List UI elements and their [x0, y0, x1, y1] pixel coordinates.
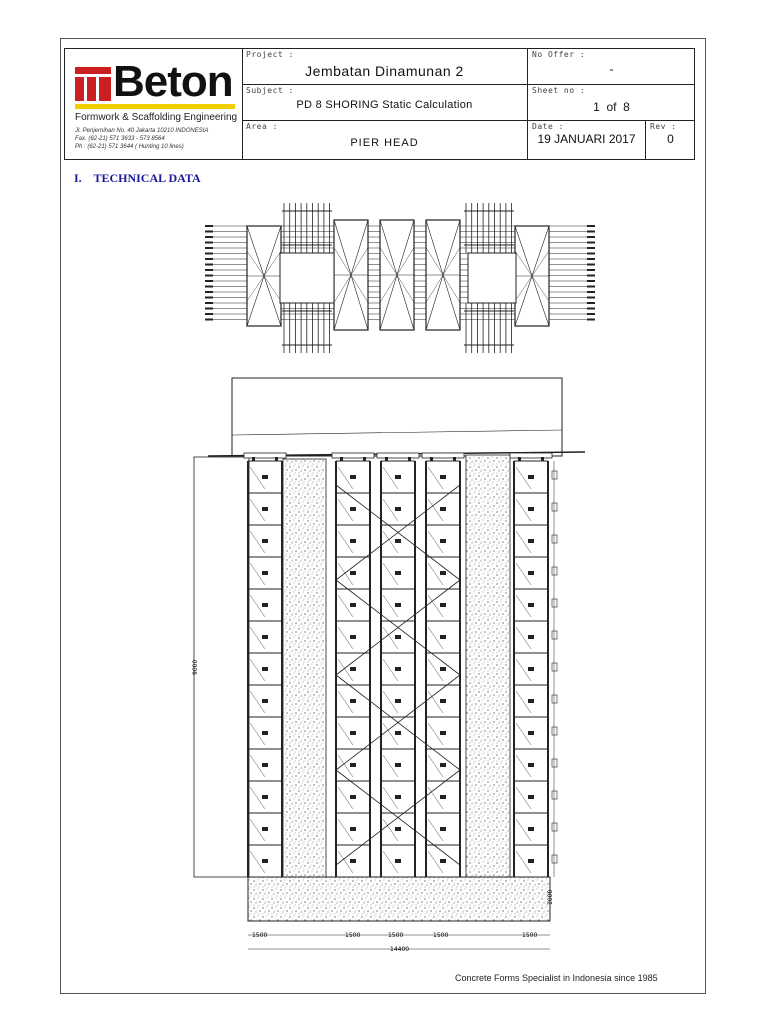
pier-column-right — [465, 454, 511, 878]
date-label: Date : — [532, 122, 564, 131]
section-title: I. TECHNICAL DATA — [74, 171, 201, 185]
offer-value: - — [609, 62, 614, 76]
pier-opening — [279, 252, 335, 304]
rev-value: 0 — [667, 132, 674, 146]
sheet-cell: Sheet no : 1 of 8 — [528, 85, 695, 121]
sheet-label: Sheet no : — [532, 86, 586, 95]
dim-label-2: 1500 — [345, 932, 360, 939]
date-value: 19 JANUARI 2017 — [537, 132, 636, 146]
title-block: Beton Formwork & Scaffolding Engineering… — [64, 48, 695, 160]
pier-head-block — [231, 377, 563, 457]
company-tagline: Formwork & Scaffolding Engineering — [75, 112, 238, 123]
area-value: PIER HEAD — [350, 137, 419, 149]
logo-yellow-bar — [75, 104, 235, 109]
company-name: Beton — [113, 57, 234, 106]
sheet-value: 1 of 8 — [593, 100, 630, 114]
subject-label: Subject : — [246, 86, 294, 95]
plan-view-drawing — [205, 203, 595, 353]
total-width-label: 14400 — [390, 946, 409, 953]
subject-value: PD 8 SHORING Static Calculation — [296, 99, 473, 111]
height-dimension-label: 9000 — [192, 660, 199, 675]
address-line: Jl. Penjernihan No. 40 Jakarta 10210 IND… — [75, 128, 209, 134]
dim-label-3: 1500 — [388, 932, 403, 939]
phone-line: Ph : (62-21) 571 3644 ( Hunting 10 lines… — [75, 144, 184, 150]
subject-cell: Subject : PD 8 SHORING Static Calculatio… — [242, 85, 528, 121]
company-logo-cell: Beton Formwork & Scaffolding Engineering… — [65, 49, 243, 159]
pier-column-left — [282, 458, 327, 878]
dim-label-5: 1500 — [522, 932, 537, 939]
base-height-label: 1000 — [547, 890, 554, 905]
dim-label-4: 1500 — [433, 932, 448, 939]
project-label: Project : — [246, 50, 294, 59]
offer-cell: No Offer : - — [528, 49, 695, 85]
page-frame — [60, 38, 706, 994]
offer-label: No Offer : — [532, 50, 586, 59]
footer-text: Concrete Forms Specialist in Indonesia s… — [455, 973, 658, 983]
footing — [247, 876, 551, 922]
date-cell: Date : 19 JANUARI 2017 — [528, 121, 646, 159]
area-cell: Area : PIER HEAD — [242, 121, 528, 159]
elevation-drawing: 9000 1500 1500 1500 1500 1500 14400 1000 — [192, 377, 586, 953]
area-label: Area : — [246, 122, 278, 131]
rev-cell: Rev : 0 — [646, 121, 695, 159]
dim-label-1: 1500 — [252, 932, 267, 939]
beton-logo-icon — [75, 67, 111, 101]
company-address: Jl. Penjernihan No. 40 Jakarta 10210 IND… — [75, 127, 208, 151]
rev-label: Rev : — [650, 122, 677, 131]
pier-opening — [467, 252, 517, 304]
fax-line: Fax. (62-21) 571 3633 - 573 8564 — [75, 136, 165, 142]
project-cell: Project : Jembatan Dinamunan 2 — [242, 49, 528, 85]
project-value: Jembatan Dinamunan 2 — [305, 63, 464, 79]
